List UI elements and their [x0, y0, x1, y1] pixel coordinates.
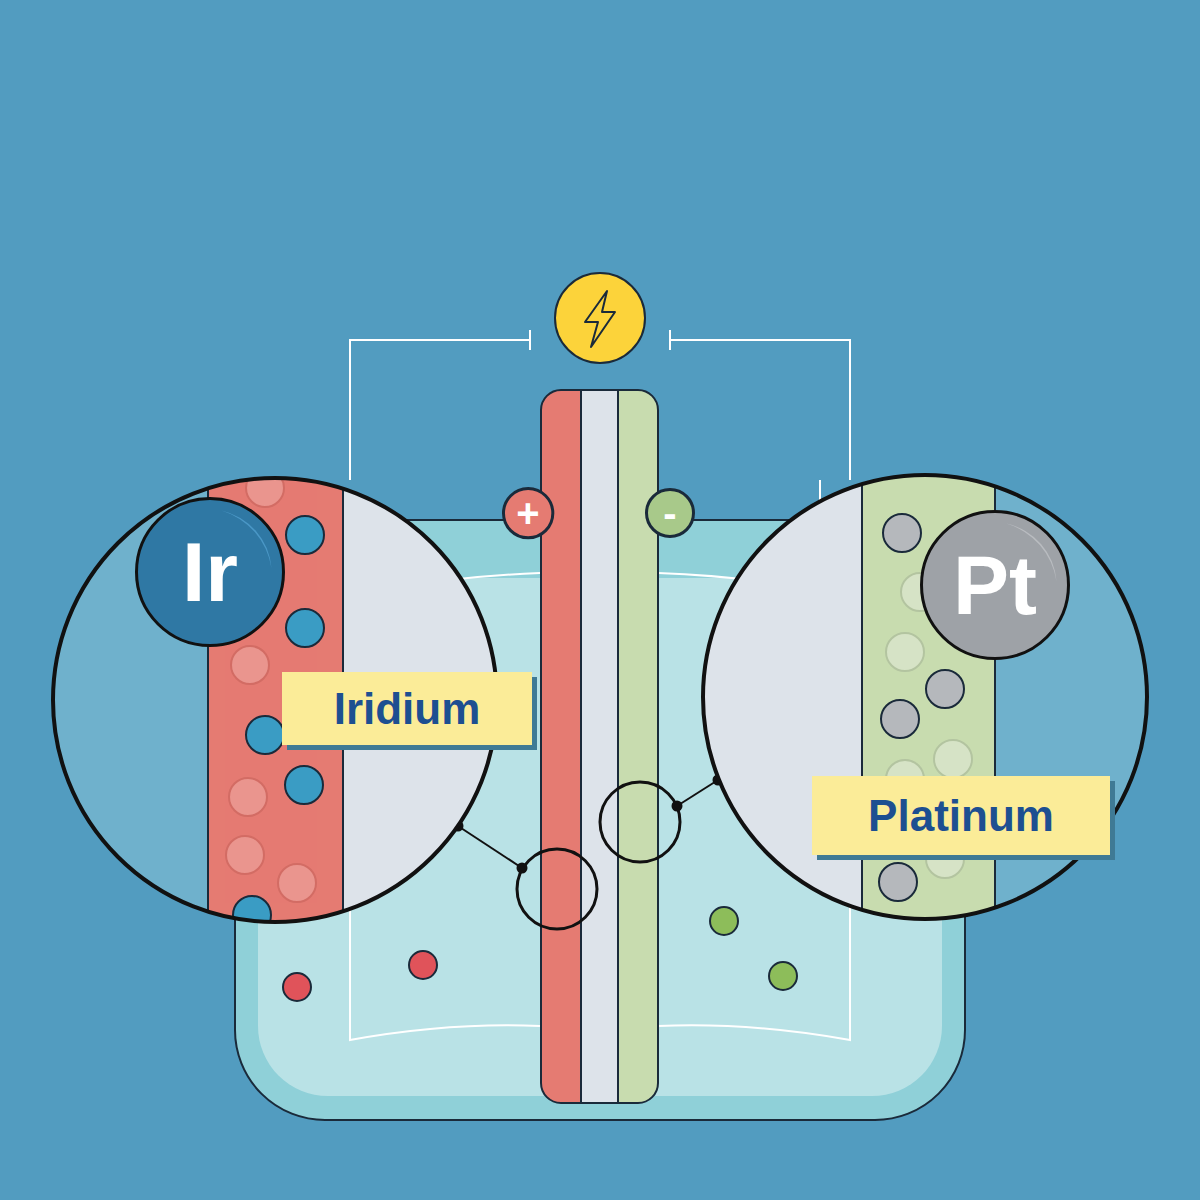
- power-wires-part: [670, 340, 850, 480]
- anode-magnified-view-part: [53, 478, 497, 922]
- anode-magnified-view-part-part-part: [233, 896, 271, 934]
- cathode-magnified-view-part-part-part: [934, 740, 972, 778]
- cathode-magnified-view-part-part-part: [881, 700, 919, 738]
- magnifier-leaders: [454, 776, 722, 929]
- element-symbol: Pt: [920, 510, 1070, 660]
- power-source-part: [585, 291, 615, 347]
- element-symbol: Ir: [135, 497, 285, 647]
- polarity-badge-disc: [647, 490, 694, 537]
- element-symbol-text: Pt: [953, 543, 1037, 627]
- element-name-label-text: Platinum: [868, 794, 1054, 838]
- magnifier-leaders-part: [458, 826, 522, 868]
- cathode-magnified-view-part-part-part: [883, 514, 921, 552]
- anode-magnified-view-part-part-part: [226, 836, 264, 874]
- anode-magnified-view-part-part-part: [285, 766, 323, 804]
- power-wires-part: [658, 900, 850, 1040]
- power-wires-part: [350, 900, 540, 1040]
- element-name-label-text: Iridium: [334, 687, 481, 731]
- polarity-badge-text: -: [663, 493, 676, 533]
- anode-magnified-view-part-part-part: [278, 864, 316, 902]
- polarity-badge: -: [645, 488, 695, 538]
- element-name-label: Platinum: [812, 776, 1110, 855]
- cathode-magnified-view-part-part-part: [879, 863, 917, 901]
- anode-magnified-view-part-part-part: [246, 716, 284, 754]
- magnifier-leaders-part: [673, 802, 681, 810]
- ion-particles-part: [710, 907, 738, 935]
- membrane-electrode-stack-part: [541, 390, 658, 1103]
- polarity-badge: +: [502, 487, 554, 539]
- element-symbol-disc: [922, 512, 1069, 659]
- membrane-electrode-stack-part: [617, 390, 619, 1103]
- magnifier-leaders-part: [600, 782, 680, 862]
- anode-magnified-view-part-part-part: [231, 646, 269, 684]
- membrane-electrode-stack-part: [580, 390, 582, 1103]
- anode-magnified-view-part-part-part: [229, 778, 267, 816]
- element-symbol-text: Ir: [182, 530, 238, 614]
- ion-particles-part: [769, 962, 797, 990]
- cathode-magnified-view: [690, 470, 1147, 930]
- polarity-badge-text: +: [516, 493, 539, 533]
- power-wires-part: [669, 330, 671, 350]
- cathode-magnified-view-part-part-part: [926, 670, 964, 708]
- power-source: [555, 273, 645, 363]
- cathode-magnified-view-part: [703, 475, 1147, 919]
- element-name-label: Iridium: [282, 672, 532, 745]
- element-symbol-disc: [137, 499, 284, 646]
- magnifier-leaders-part: [677, 780, 718, 806]
- ion-particles-part: [283, 973, 311, 1001]
- power-wires-part: [350, 340, 530, 480]
- power-wires-part: [529, 330, 531, 350]
- membrane-electrode-stack: [541, 390, 658, 1103]
- membrane-electrode-stack-part: [541, 390, 658, 1103]
- anode-magnified-view-part-part-part: [286, 516, 324, 554]
- anode-magnified-view-part-part-part: [246, 469, 284, 507]
- magnifier-leaders-part: [518, 864, 526, 872]
- ion-particles-part: [409, 951, 437, 979]
- power-source-part: [555, 273, 645, 363]
- anode-magnified-view-part-part-part: [286, 609, 324, 647]
- polarity-badge-disc: [503, 488, 552, 537]
- cathode-magnified-view-part-part-part: [886, 633, 924, 671]
- ion-particles: [283, 907, 797, 1001]
- magnifier-leaders-part: [517, 849, 597, 929]
